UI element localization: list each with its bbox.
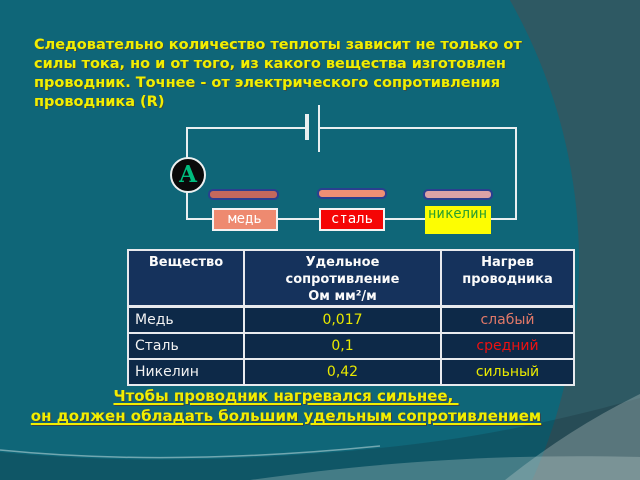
header-resistivity: Удельное сопротивление Ом мм²/м [243,249,442,308]
resistor-label-nickeline: никелин [425,206,491,234]
resistor-bar-steel [317,188,387,199]
cell-substance: Никелин [127,358,245,386]
resistor-bar-nickeline [423,189,493,200]
cell-resistivity: 0,1 [243,332,442,360]
wire-top-left [186,127,307,129]
cell-heating: средний [440,332,575,360]
wire-bottom-2 [277,218,321,220]
wire-bottom-3 [385,218,427,220]
table-header-row: Вещество Удельное сопротивление Ом мм²/м… [127,249,575,308]
title-line-1: Следовательно количество теплоты зависит… [34,37,522,53]
battery-short-plate-icon [305,114,309,140]
conclusion-caption: Чтобы проводник нагревался сильнее, он д… [8,386,564,426]
wire-right [515,127,517,220]
wire-bottom-1 [186,218,214,220]
caption-line-2: он должен обладать большим удельным сопр… [30,407,542,425]
battery-long-plate-icon [318,105,320,152]
resistivity-table: Вещество Удельное сопротивление Ом мм²/м… [127,249,575,386]
background-bottom-light-strip [250,456,640,480]
ammeter-icon: A [170,157,206,193]
cell-resistivity: 0,017 [243,305,442,334]
table-row: Медь 0,017 слабый [127,305,575,334]
ammeter-label: A [179,161,197,188]
resistor-bar-copper [208,189,279,200]
wire-bottom-4 [490,218,517,220]
cell-heating: слабый [440,305,575,334]
resistor-label-copper: медь [212,208,278,231]
table-row: Никелин 0,42 сильный [127,358,575,386]
background-corner-light [505,394,640,480]
title-line-2: силы тока, но и от того, из какого вещес… [34,56,506,72]
header-heating: Нагрев проводника [440,249,575,308]
header-substance: Вещество [127,249,245,308]
table-row: Сталь 0,1 средний [127,332,575,360]
title-line-3: проводник. Точнее - от электрического со… [34,75,501,91]
cell-substance: Сталь [127,332,245,360]
background-bottom-band [0,398,640,480]
caption-line-1: Чтобы проводник нагревался сильнее, [113,387,459,405]
title-line-4: проводника (R) [34,94,165,110]
cell-substance: Медь [127,305,245,334]
cell-resistivity: 0,42 [243,358,442,386]
resistor-label-steel: сталь [319,208,385,231]
wire-top-right [319,127,517,129]
cell-heating: сильный [440,358,575,386]
slide-title: Следовательно количество теплоты зависит… [34,36,546,112]
background-curve-line [0,445,381,459]
